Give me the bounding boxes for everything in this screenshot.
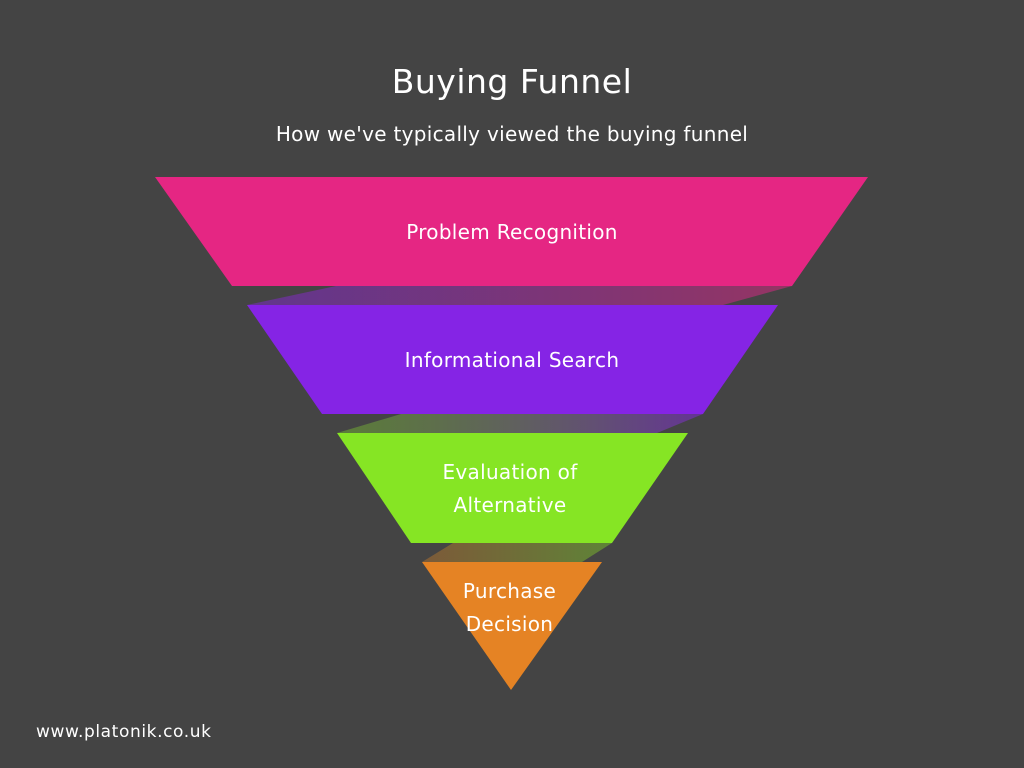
website-link[interactable]: www.platonik.co.uk [36,722,212,742]
stage-label: Purchase Decision [462,579,557,636]
stage-label: Evaluation of Alternative [442,460,578,517]
stage-problem-recognition [155,177,868,286]
connector-2-3 [337,414,703,433]
diagram-subtitle: How we've typically viewed the buying fu… [275,122,749,146]
stage-evaluation-of-alternative [337,433,688,543]
connector-1-2 [247,286,792,305]
connector-3-4 [422,543,612,562]
stage-label: Informational Search [404,348,620,372]
stage-informational-search [247,305,778,414]
stage-purchase-decision [422,562,602,690]
diagram-title: Buying Funnel [391,62,633,101]
stage-label: Problem Recognition [406,220,618,244]
